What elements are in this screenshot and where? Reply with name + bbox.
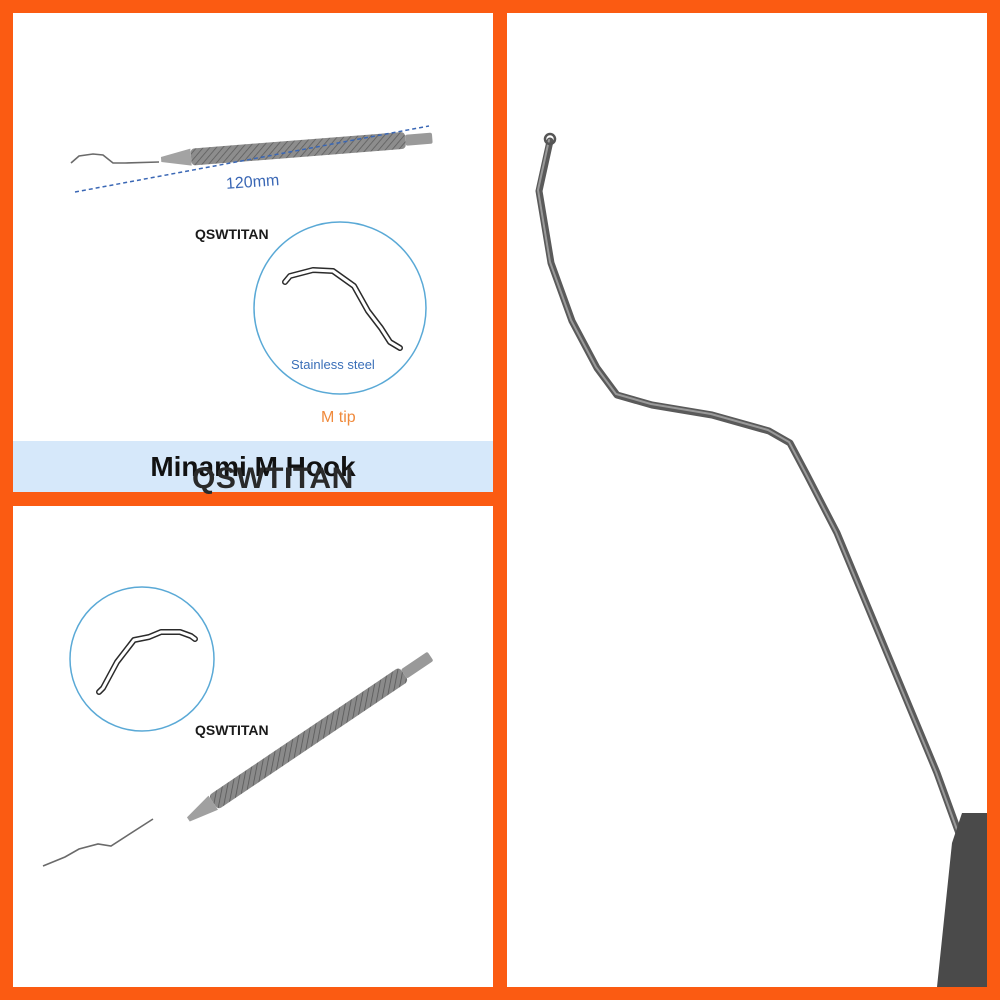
brand-watermark: QSWTITAN xyxy=(195,226,269,242)
brand-watermark: QSWTITAN xyxy=(195,722,269,738)
hook-instrument-image xyxy=(70,125,433,395)
material-label: Stainless steel xyxy=(291,357,375,372)
hook-instrument-image xyxy=(42,586,433,867)
product-panel-overview: 120mm Stainless steel M tip Minami M Hoo… xyxy=(13,13,493,492)
hook-instrument-image xyxy=(535,132,987,987)
length-measurement: 120mm xyxy=(225,172,280,193)
product-title: Minami M Hook xyxy=(13,441,493,492)
brand-watermark: QSWTITAN xyxy=(192,462,354,495)
tip-type-label: M tip xyxy=(321,409,356,426)
product-panel-angle-view xyxy=(13,506,493,987)
product-panel-tip-closeup xyxy=(507,13,987,987)
